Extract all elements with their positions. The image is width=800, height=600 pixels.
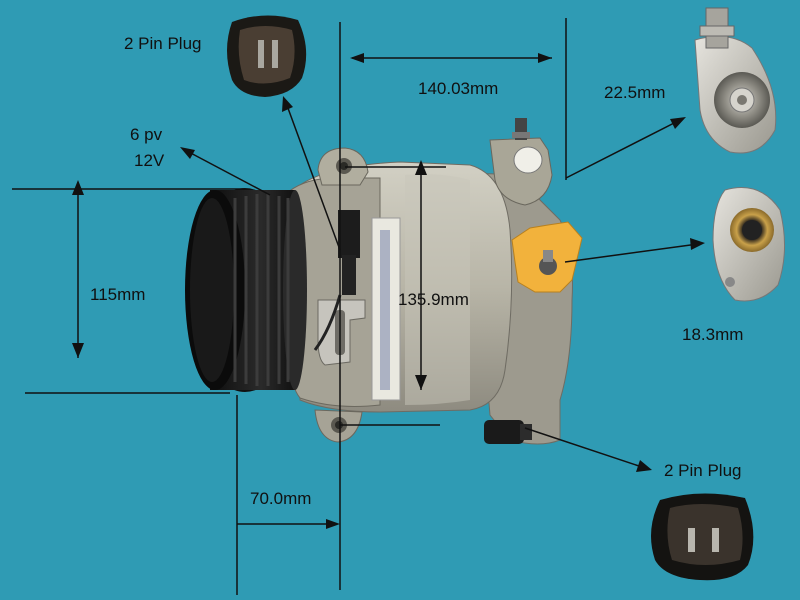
sticker: [371, 217, 401, 401]
plug-top-label: 2 Pin Plug: [124, 34, 202, 53]
port-large-photo: [694, 7, 777, 154]
side-plug: [313, 210, 360, 351]
body-length-label: 140.03mm: [418, 79, 499, 98]
plug-top-photo: [227, 15, 307, 98]
bottom-mount-ear: [314, 409, 363, 443]
height-label: 115mm: [90, 285, 146, 304]
port-small-photo: [712, 187, 786, 302]
pulley: [185, 188, 307, 392]
dimension-lines: [12, 18, 699, 595]
mount-offset-label: 70.0mm: [250, 489, 312, 508]
pv-label: 6 pv: [130, 125, 163, 144]
port-large-label: 22.5mm: [604, 83, 666, 102]
bottom-connector: [484, 420, 532, 444]
plug-bottom-photo: [651, 493, 754, 581]
body-height-label: 135.9mm: [398, 290, 469, 309]
voltage-label: 12V: [134, 151, 165, 170]
valve-cap: [511, 221, 583, 293]
plug-bottom-label: 2 Pin Plug: [664, 461, 742, 480]
compressor: [284, 118, 583, 445]
arrowheads: [72, 53, 705, 529]
port-small-label: 18.3mm: [682, 325, 744, 344]
rear-top-mount: [489, 118, 553, 206]
